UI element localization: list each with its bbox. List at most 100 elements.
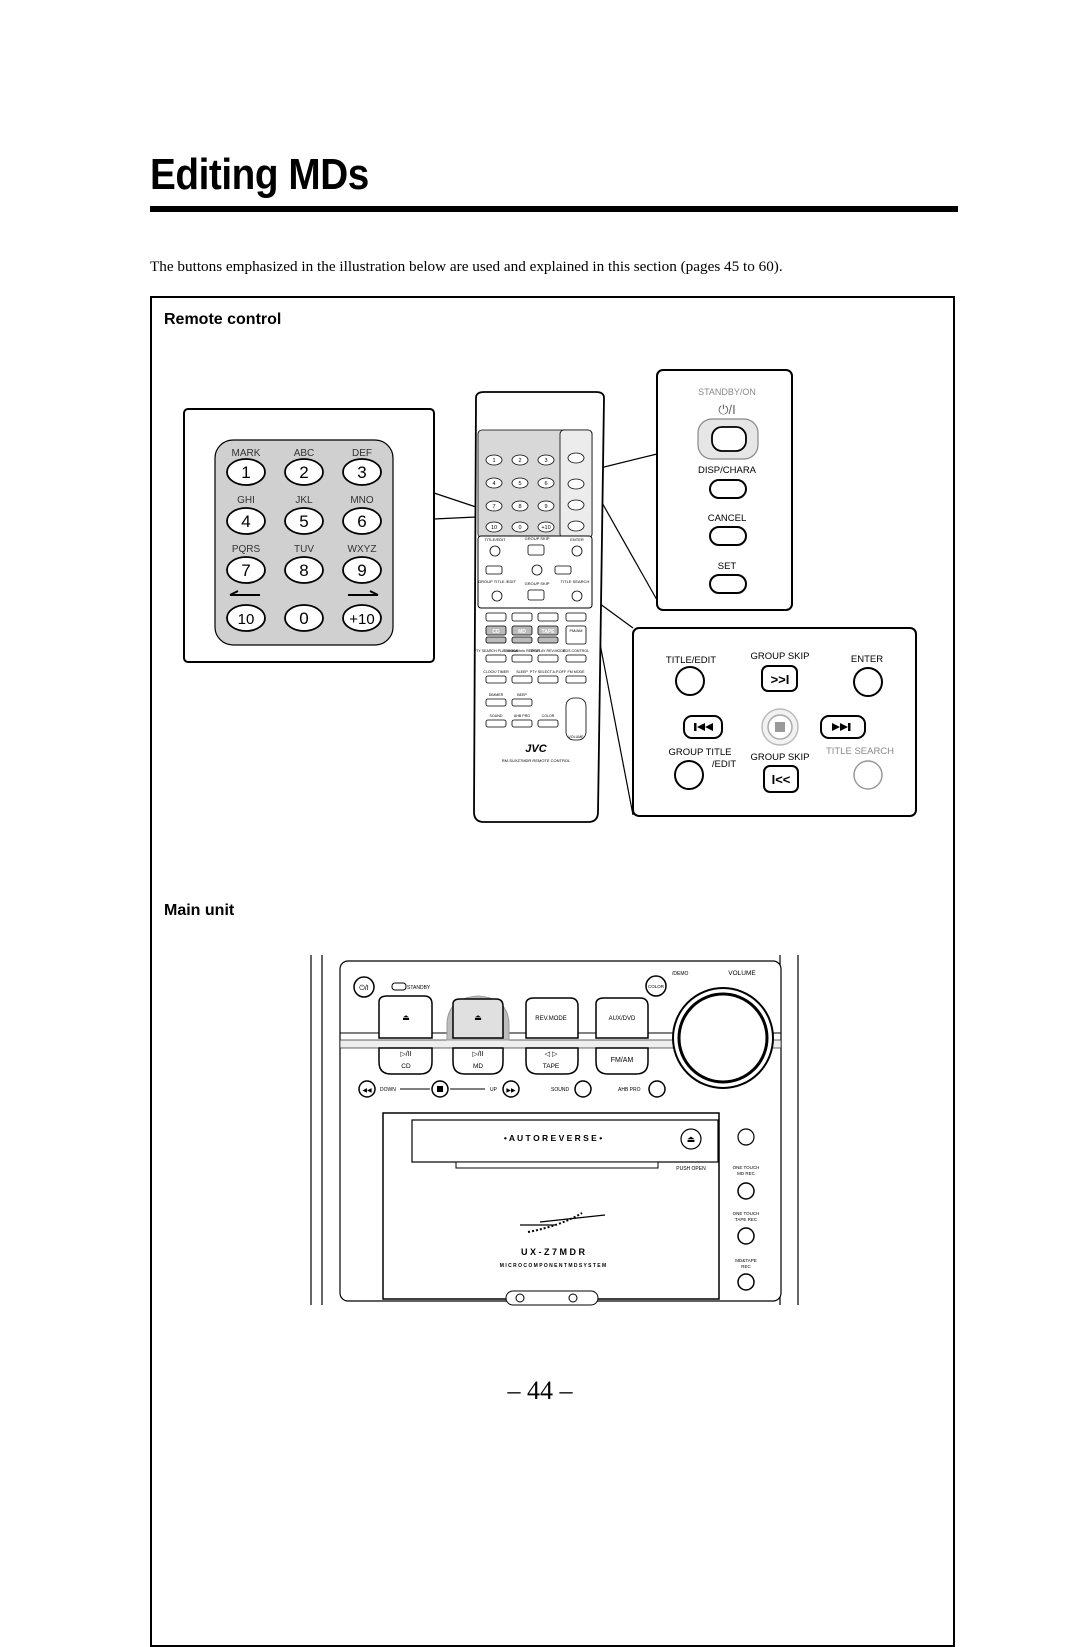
group-skip-bottom-label: GROUP SKIP xyxy=(751,752,810,763)
aux-dvd-button[interactable] xyxy=(595,997,649,1039)
numpad-zoom-panel: MARK ABC DEF GHI JKL MNO PQRS TUV WXYZ 1… xyxy=(183,408,435,663)
svg-text:AHB PRO: AHB PRO xyxy=(514,714,530,718)
power-button[interactable] xyxy=(353,976,375,998)
numpad-digit[interactable]: +10 xyxy=(349,611,374,628)
sensor-window xyxy=(737,1128,755,1146)
numpad-label: PQRS xyxy=(232,544,261,555)
cd-play-button[interactable] xyxy=(378,1047,433,1075)
svg-text:▷/II: ▷/II xyxy=(472,1051,483,1058)
title-edit-button[interactable] xyxy=(675,666,705,696)
svg-text:ENTER: ENTER xyxy=(570,537,584,542)
svg-text:VOLUME: VOLUME xyxy=(728,970,756,977)
numpad-digit[interactable]: 8 xyxy=(299,561,308,580)
sound-button[interactable] xyxy=(574,1080,592,1098)
next-icon xyxy=(832,723,848,731)
svg-text:9: 9 xyxy=(544,504,547,510)
standby-on-label: STANDBY/ON xyxy=(698,387,756,397)
cancel-label: CANCEL xyxy=(708,513,747,524)
main-unit-section-label: Main unit xyxy=(164,902,235,919)
rev-mode-button[interactable] xyxy=(525,997,579,1039)
numpad-digit[interactable]: 2 xyxy=(299,463,308,482)
numpad-digit[interactable]: 0 xyxy=(299,609,308,628)
page-number: – 44 – xyxy=(507,1376,573,1405)
illustration-canvas: MARK ABC DEF GHI JKL MNO PQRS TUV WXYZ 1… xyxy=(183,369,917,1306)
numpad-digit[interactable]: 7 xyxy=(241,561,250,580)
svg-text:SOUND: SOUND xyxy=(551,1087,569,1093)
cancel-button[interactable] xyxy=(709,526,747,546)
jvc-swoosh-logo xyxy=(527,1212,583,1233)
svg-text:CD: CD xyxy=(492,629,500,635)
numpad-label: JKL xyxy=(295,495,313,506)
svg-text:MD: MD xyxy=(518,629,526,635)
cd-eject-button[interactable] xyxy=(378,995,433,1039)
numpad-digit[interactable]: 1 xyxy=(241,463,250,482)
remote-section-label: Remote control xyxy=(164,311,282,328)
standby-zoom-panel: STANDBY/ON ⏻/I DISP/CHARA CANCEL SET xyxy=(656,369,793,611)
svg-text:DIMMER: DIMMER xyxy=(489,693,504,697)
numpad-label: DEF xyxy=(352,448,372,459)
svg-text:DISPLAY REV.MODE: DISPLAY REV.MODE xyxy=(531,649,566,653)
numpad-label: WXYZ xyxy=(348,544,377,555)
remote-model-label: RM-SUXZ7MDR REMOTE CONTROL xyxy=(502,758,571,763)
title-rule xyxy=(150,206,958,212)
svg-text:AHB PRO: AHB PRO xyxy=(618,1087,641,1093)
svg-text:STANDBY: STANDBY xyxy=(407,985,431,991)
svg-text:7: 7 xyxy=(492,504,495,510)
numpad-digit[interactable]: 3 xyxy=(357,463,366,482)
group-skip-top-label: GROUP SKIP xyxy=(751,651,810,662)
svg-text:VOLUME: VOLUME xyxy=(568,735,584,739)
svg-text:6: 6 xyxy=(544,481,547,487)
svg-text:PUSH OPEN: PUSH OPEN xyxy=(676,1166,706,1172)
system-label: M I C R O C O M P O N E N T M D S Y S T … xyxy=(500,1263,606,1269)
md-tape-rec-button[interactable] xyxy=(737,1273,755,1291)
group-title-edit-label: /EDIT xyxy=(712,759,736,770)
title-search-button[interactable] xyxy=(853,760,883,790)
one-touch-md-rec-button[interactable] xyxy=(737,1182,755,1200)
standby-button[interactable] xyxy=(711,426,747,452)
numpad-digit[interactable]: 10 xyxy=(238,611,255,628)
ahb-pro-button[interactable] xyxy=(648,1080,666,1098)
svg-text:DOWN: DOWN xyxy=(380,1087,396,1093)
svg-text:/DEMO: /DEMO xyxy=(672,971,689,977)
svg-text:GROUP SKIP: GROUP SKIP xyxy=(525,581,550,586)
group-skip-back-button[interactable] xyxy=(763,765,799,793)
group-skip-forward-button[interactable] xyxy=(761,665,798,692)
right-arrow-icon xyxy=(348,590,379,596)
numpad-label: MARK xyxy=(232,448,261,459)
title-edit-label: TITLE/EDIT xyxy=(666,655,716,666)
color-button[interactable] xyxy=(645,975,667,997)
md-eject-button[interactable] xyxy=(452,998,504,1039)
intro-paragraph: The buttons emphasized in the illustrati… xyxy=(150,258,783,275)
jvc-logo: JVC xyxy=(525,743,547,755)
enter-button[interactable] xyxy=(853,667,883,697)
fm-am-button[interactable] xyxy=(595,1047,649,1075)
numpad-digit[interactable]: 4 xyxy=(241,512,250,531)
numpad-label: TUV xyxy=(294,544,314,555)
numpad-digit[interactable]: 9 xyxy=(357,561,366,580)
one-touch-tape-rec-button[interactable] xyxy=(737,1227,755,1245)
group-title-edit-button[interactable] xyxy=(674,760,704,790)
tape-button[interactable] xyxy=(525,1047,579,1075)
svg-text:⏻/I: ⏻/I xyxy=(359,984,368,992)
set-button[interactable] xyxy=(709,574,747,594)
numpad-digit[interactable]: 6 xyxy=(357,512,366,531)
disp-chara-button[interactable] xyxy=(709,479,747,499)
skip-back-icon: I<< xyxy=(772,772,791,787)
svg-text:2: 2 xyxy=(518,458,521,464)
svg-text:⏏: ⏏ xyxy=(474,1013,482,1022)
svg-text:TITLE/EDIT: TITLE/EDIT xyxy=(484,537,506,542)
numpad-digit[interactable]: 5 xyxy=(299,512,308,531)
svg-text:FM/AM: FM/AM xyxy=(611,1057,634,1064)
md-play-button[interactable] xyxy=(452,1047,504,1075)
power-icon: ⏻/I xyxy=(718,402,736,417)
svg-text:TITLE SEARCH: TITLE SEARCH xyxy=(561,579,590,584)
up-button[interactable] xyxy=(502,1080,520,1098)
down-button[interactable] xyxy=(358,1080,376,1098)
svg-text:CD: CD xyxy=(401,1063,411,1070)
svg-text:3: 3 xyxy=(544,458,547,464)
push-open-button[interactable] xyxy=(680,1128,702,1150)
svg-text:+10: +10 xyxy=(541,525,550,531)
auto-reverse-label: • A U T O R E V E R S E • xyxy=(504,1133,602,1143)
svg-text:FM MODE: FM MODE xyxy=(568,670,586,674)
